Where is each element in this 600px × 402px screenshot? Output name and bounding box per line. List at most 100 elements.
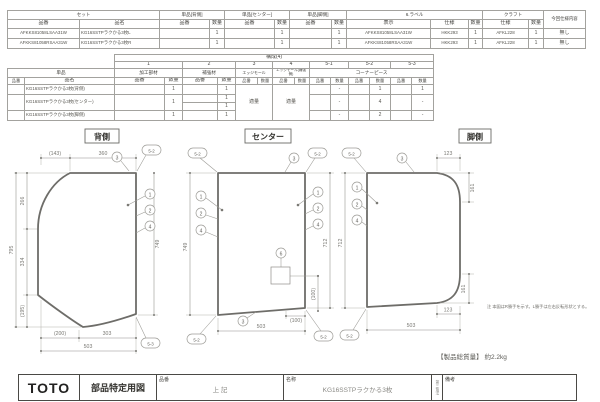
line-element xyxy=(199,157,218,173)
line-element xyxy=(205,197,223,211)
text-element: 334 xyxy=(20,258,26,267)
balloon-3: 3 xyxy=(284,152,300,173)
circle-element xyxy=(220,208,224,212)
head-spec: 仕様 xyxy=(482,19,530,29)
empty-cell xyxy=(390,109,412,121)
head-hinban: 品番 xyxy=(289,19,333,29)
head-qty: 数量 xyxy=(330,76,349,85)
line-element xyxy=(135,316,147,339)
col-group-foot: 単品[脚側] xyxy=(289,10,348,20)
balloon-5-2: 5-2 xyxy=(305,309,334,342)
text-element: (200) xyxy=(54,331,66,337)
text-element: 2 xyxy=(317,206,320,212)
empty-cell xyxy=(182,83,218,95)
qty-cell: - xyxy=(330,109,349,121)
text-element: 3 xyxy=(401,156,404,162)
part-name-value: KG16SSTPラクかる3枚 xyxy=(322,387,393,394)
row-foot-panel: KG16SSTPラクかる3枚(脚側) 1 1 - 2 - xyxy=(7,109,435,121)
td-element xyxy=(8,62,115,69)
foot-panel-label-box xyxy=(458,128,492,144)
text-element: 749 xyxy=(155,240,161,249)
head-hinban: 品番 xyxy=(7,76,25,85)
empty-cell xyxy=(348,83,370,95)
text-element: 5-2 xyxy=(346,333,353,338)
col-num-5-3: 5-3 xyxy=(389,61,435,69)
qty-cell: 1 xyxy=(331,28,348,39)
head-hinban: 品番 xyxy=(390,76,412,85)
line-element xyxy=(199,315,217,335)
head-hinban: 品番 xyxy=(182,76,218,85)
qty-cell: 1 xyxy=(217,109,236,121)
text-element: (143) xyxy=(49,151,61,157)
line-element xyxy=(305,157,316,173)
empty-cell xyxy=(309,83,331,95)
back-panel-outline xyxy=(37,172,137,328)
circle-element xyxy=(296,203,300,207)
line-element xyxy=(120,160,130,172)
qty-cell: - xyxy=(330,93,349,111)
line-element xyxy=(305,309,322,332)
head-hinban: 品番 xyxy=(272,76,295,85)
table-row: AFKKS81058LSAA31W KG16SSTPラクかる3枚L 1 1 1 … xyxy=(7,28,587,39)
empty-cell xyxy=(309,93,331,111)
empty-cell xyxy=(390,83,412,95)
handedness-note: 注 本図はR勝手を示す。L勝手は左右反転形状とする。 xyxy=(487,303,589,310)
text-element: 3 xyxy=(116,155,119,161)
text-element: 1 xyxy=(149,192,152,198)
head-disp: 表示 xyxy=(346,19,432,29)
circle-element xyxy=(312,202,324,214)
line-element xyxy=(352,308,367,331)
col-num-1: 1 xyxy=(114,61,183,69)
circle-element xyxy=(195,190,207,202)
part-name-caption: 名称 xyxy=(286,377,297,383)
text-element: 749 xyxy=(183,243,189,252)
text-element: 503 xyxy=(84,344,93,350)
label-spec: HKK293 xyxy=(430,28,470,39)
document-type: 部品特定用図 xyxy=(79,375,156,400)
head-qty: 数量 xyxy=(410,76,435,85)
head-qty: 数量 xyxy=(257,76,273,85)
col-group-spec: 今回仕様内容 xyxy=(543,10,587,29)
balloon-1: 1 xyxy=(195,190,224,212)
qty-cell: 1 xyxy=(274,28,291,39)
empty-cell xyxy=(182,101,218,111)
head-qty: 数量 xyxy=(528,19,545,29)
text-element: 161 xyxy=(461,285,467,294)
line-element xyxy=(297,193,314,206)
set-parts-table: セット 単品[背側] 単品[センター] 単品[脚側] 6.ラベル クラフト 今回… xyxy=(6,10,587,49)
back-panel-label: 背側 xyxy=(94,132,110,142)
empty-cell xyxy=(224,38,276,49)
balloon-5-3: 5-3 xyxy=(135,316,161,349)
rect-element xyxy=(141,144,162,156)
circle-element xyxy=(144,188,156,200)
head-hinban: 品番 xyxy=(7,19,80,29)
title-block: TOTO 部品特定用図 品番 上 記 名称 KG16SSTPラクかる3枚 第三角… xyxy=(18,374,577,401)
back-panel: 背側 (143) 360 266 334 (195) 795 749 xyxy=(9,128,162,354)
product-label-position xyxy=(270,266,291,285)
col-group-center: 単品[センター] xyxy=(224,10,291,20)
circle-element xyxy=(351,198,363,210)
balloon-2: 2 xyxy=(304,202,324,215)
empty-cell xyxy=(7,93,25,111)
text-element: 5-2 xyxy=(320,334,327,339)
product-weight: 【製品総質量】 約2.2kg xyxy=(437,352,507,361)
text-element: 5-3 xyxy=(147,341,154,346)
head-qty: 数量 xyxy=(164,76,183,85)
empty-cell xyxy=(182,93,218,103)
text-element: 2 xyxy=(149,208,152,214)
balloon-6-label-position: 6 xyxy=(270,247,291,285)
qty-cell: 1 xyxy=(209,28,226,39)
balloon-1: 1 xyxy=(351,181,379,205)
line-element xyxy=(304,209,314,215)
empty-cell xyxy=(289,38,333,49)
line-element xyxy=(205,231,219,238)
line-element xyxy=(136,154,147,172)
text-element: 712 xyxy=(323,239,329,248)
kraft-spec: AFKL228 xyxy=(482,28,530,39)
circle-element xyxy=(144,204,156,216)
balloon-5-2: 5-2 xyxy=(341,147,367,173)
text-element: 1 xyxy=(356,185,359,191)
kraft-spec: AFKL228 xyxy=(482,38,530,49)
empty-cell xyxy=(159,38,211,49)
